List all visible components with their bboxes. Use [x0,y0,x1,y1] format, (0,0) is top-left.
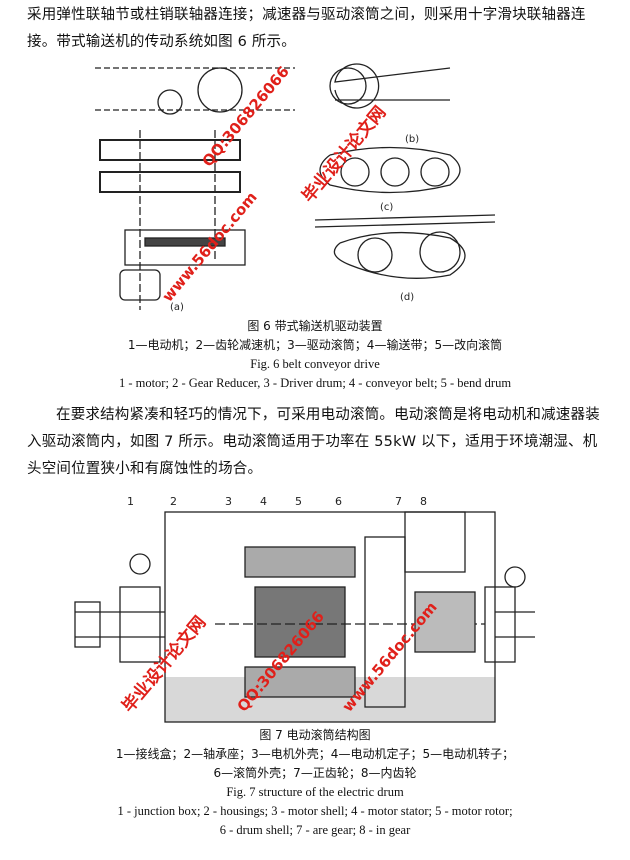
figure-6-title-en: Fig. 6 belt conveyor drive [250,357,380,371]
figure-6d-drawing [314,214,496,279]
part-number: 7 [395,495,402,508]
part-number: 4 [260,495,267,508]
figure-6b-drawing [329,63,451,109]
figure-7-drawing: 1 2 3 4 5 6 7 8 [74,495,535,723]
part-number: 6 [335,495,342,508]
part-number: 2 [170,495,177,508]
figure-6-label-c: (c) [380,202,393,213]
part-number: 1 [127,495,134,508]
figure-7-legend-en-1: 1 - junction box; 2 - housings; 3 - moto… [117,804,513,818]
figure-6-label-b: (b) [405,134,419,145]
part-number: 5 [295,495,302,508]
figure-6c-drawing [319,146,461,194]
figure-7-title-cn: 图 7 电动滚筒结构图 [259,728,371,742]
figure-6-title-cn: 图 6 带式输送机驱动装置 [247,319,383,333]
part-number: 8 [420,495,427,508]
figure-7-legend-cn-2: 6—滚筒外壳；7—正齿轮；8—内齿轮 [213,766,417,780]
figure-7-legend-cn-1: 1—接线盒；2—轴承座；3—电机外壳；4—电动机定子；5—电动机转子； [115,747,515,761]
figure-6-legend-en: 1 - motor; 2 - Gear Reducer, 3 - Driver … [118,376,512,390]
figure-6-label-d: (d) [400,292,414,303]
paragraph-electric-drum: 在要求结构紧凑和轻巧的情况下，可采用电动滚筒。电动滚筒是将电动机和减速器装入驱动… [27,407,600,477]
figure-6-label-a: (a) [170,302,184,313]
figure-6a-drawing [95,67,295,310]
figure-6-legend-cn: 1—电动机；2—齿轮减速机；3—驱动滚筒；4—输送带；5—改向滚筒 [127,338,503,352]
figure-6-drawing: (a) (b) (c) (d) [95,63,496,313]
part-number: 3 [225,495,232,508]
paragraph-transmission: 采用弹性联轴节或柱销联轴器连接；减速器与驱动滚筒之间，则采用十字滑块联轴器连接。… [27,7,586,50]
figure-7-title-en: Fig. 7 structure of the electric drum [226,785,404,799]
figure-7-legend-en-2: 6 - drum shell; 7 - are gear; 8 - in gea… [219,823,411,837]
